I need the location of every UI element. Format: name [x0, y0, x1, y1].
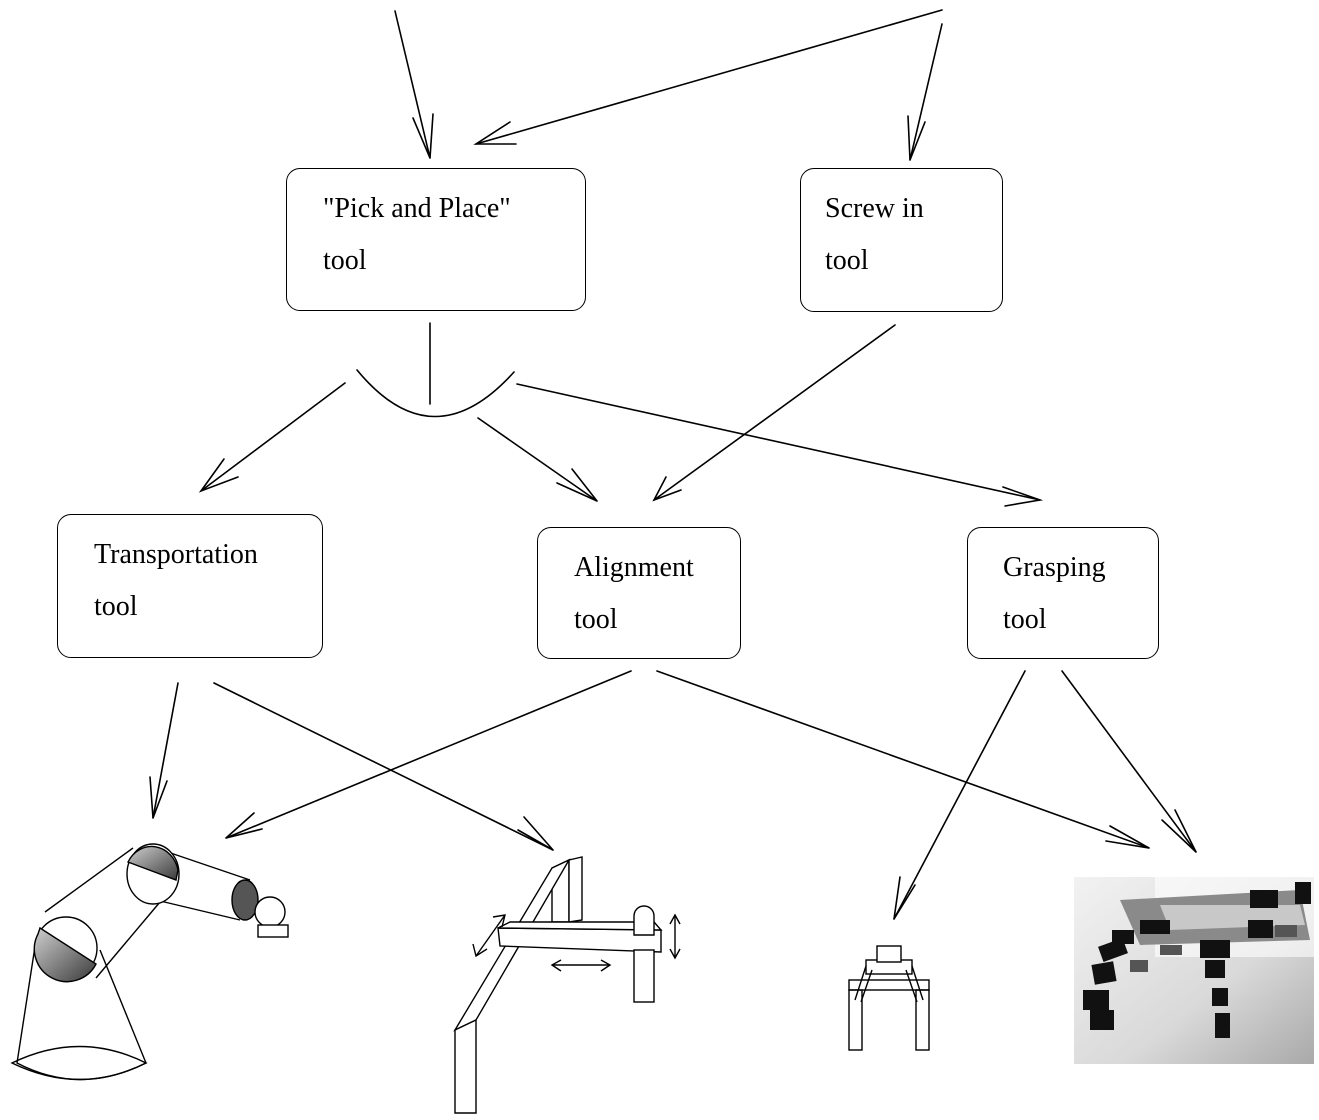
node-pick-and-place-tool: "Pick and Place" tool	[286, 168, 586, 311]
node-alignment-tool: Alignment tool	[537, 527, 741, 659]
and-decomposition-connector	[356, 322, 515, 418]
node-grasping-line1: Grasping	[1003, 552, 1106, 583]
edge-grasping-to-robot-hand	[1061, 670, 1197, 853]
robot-hand-photo	[1074, 877, 1314, 1064]
edge-transportation-to-robot-arm	[149, 682, 179, 819]
node-screw-in-line1: Screw in	[825, 193, 924, 224]
node-transportation-line2: tool	[94, 591, 138, 622]
robot-arm-icon	[10, 843, 289, 1081]
edge-grasping-to-gripper	[893, 670, 1026, 920]
node-pick-and-place-line1: "Pick and Place"	[323, 193, 511, 224]
edge-top-right-to-screw-in	[907, 23, 943, 161]
node-alignment-line1: Alignment	[574, 552, 694, 583]
parallel-gripper-icon	[848, 945, 930, 1051]
node-pick-and-place-line2: tool	[323, 245, 367, 276]
edge-top-left-to-pick-and-place	[394, 10, 434, 159]
node-grasping-tool: Grasping tool	[967, 527, 1159, 659]
gantry-robot-icon	[453, 856, 681, 1114]
edge-pick-and-place-to-alignment	[477, 417, 598, 502]
edge-pick-and-place-to-grasping	[516, 383, 1044, 507]
edge-screw-in-to-alignment	[652, 324, 896, 502]
edge-alignment-to-robot-arm	[225, 670, 632, 839]
node-grasping-line2: tool	[1003, 604, 1047, 635]
edge-alignment-to-robot-hand	[656, 670, 1150, 849]
node-alignment-line2: tool	[574, 604, 618, 635]
node-transportation-line1: Transportation	[94, 539, 258, 570]
node-transportation-tool: Transportation tool	[57, 514, 323, 658]
node-screw-in-line2: tool	[825, 245, 869, 276]
edge-pick-and-place-to-transportation	[198, 382, 346, 493]
node-screw-in-tool: Screw in tool	[800, 168, 1003, 312]
edge-top-right-to-pick-and-place	[473, 9, 943, 145]
edge-transportation-to-gantry	[213, 682, 554, 851]
